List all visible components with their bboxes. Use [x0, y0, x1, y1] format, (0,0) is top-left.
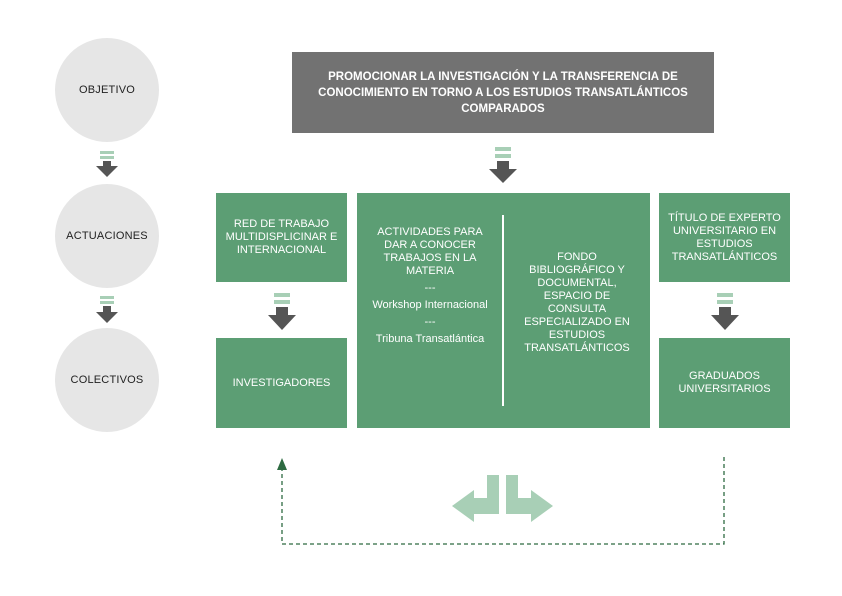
arrow-down-icon — [489, 147, 517, 183]
group-graduates-text: GRADUADOS UNIVERSITARIOS — [678, 370, 771, 395]
arrow-down-icon — [268, 293, 296, 330]
activities-column: ACTIVIDADES PARA DAR A CONOCER TRABAJOS … — [371, 226, 489, 346]
center-divider — [502, 215, 504, 406]
action-activities-box: ACTIVIDADES PARA DAR A CONOCER TRABAJOS … — [357, 193, 650, 428]
group-graduates-box: GRADUADOS UNIVERSITARIOS — [659, 338, 790, 428]
arrow-down-icon — [711, 293, 739, 330]
group-researchers-box: INVESTIGADORES — [216, 338, 347, 428]
objective-text: PROMOCIONAR LA INVESTIGACIÓN Y LA TRANSF… — [318, 70, 688, 115]
row-label-objetivo: OBJETIVO — [55, 38, 159, 142]
arrow-down-icon — [96, 296, 118, 323]
activities-separator-2: --- — [424, 316, 436, 328]
action-network-box: RED DE TRABAJO MULTIDISPLICINAR E INTERN… — [216, 193, 347, 282]
arrow-down-icon — [96, 151, 118, 177]
activities-separator-1: --- — [424, 282, 436, 294]
action-degree-text: TÍTULO DE EXPERTO UNIVERSITARIO EN ESTUD… — [668, 211, 781, 263]
action-network-text: RED DE TRABAJO MULTIDISPLICINAR E INTERN… — [225, 218, 338, 256]
activities-title: ACTIVIDADES PARA DAR A CONOCER TRABAJOS … — [377, 226, 483, 277]
split-arrows-icon — [452, 475, 553, 522]
colectivos-label: COLECTIVOS — [70, 374, 144, 386]
activities-item-tribuna: Tribuna Transatlántica — [375, 333, 485, 345]
row-label-actuaciones: ACTUACIONES — [55, 184, 159, 288]
objective-box: PROMOCIONAR LA INVESTIGACIÓN Y LA TRANSF… — [292, 52, 714, 133]
objetivo-label: OBJETIVO — [79, 84, 135, 96]
actuaciones-label: ACTUACIONES — [66, 230, 148, 242]
activities-item-workshop: Workshop Internacional — [372, 299, 488, 311]
row-label-colectivos: COLECTIVOS — [55, 328, 159, 432]
feedback-loop-line — [281, 457, 725, 545]
action-degree-box: TÍTULO DE EXPERTO UNIVERSITARIO EN ESTUD… — [659, 193, 790, 282]
group-researchers-text: INVESTIGADORES — [232, 376, 331, 389]
arrow-up-icon — [277, 458, 287, 470]
library-text: FONDO BIBLIOGRÁFICO Y DOCUMENTAL, ESPACI… — [524, 251, 630, 354]
library-column: FONDO BIBLIOGRÁFICO Y DOCUMENTAL, ESPACI… — [517, 251, 637, 355]
